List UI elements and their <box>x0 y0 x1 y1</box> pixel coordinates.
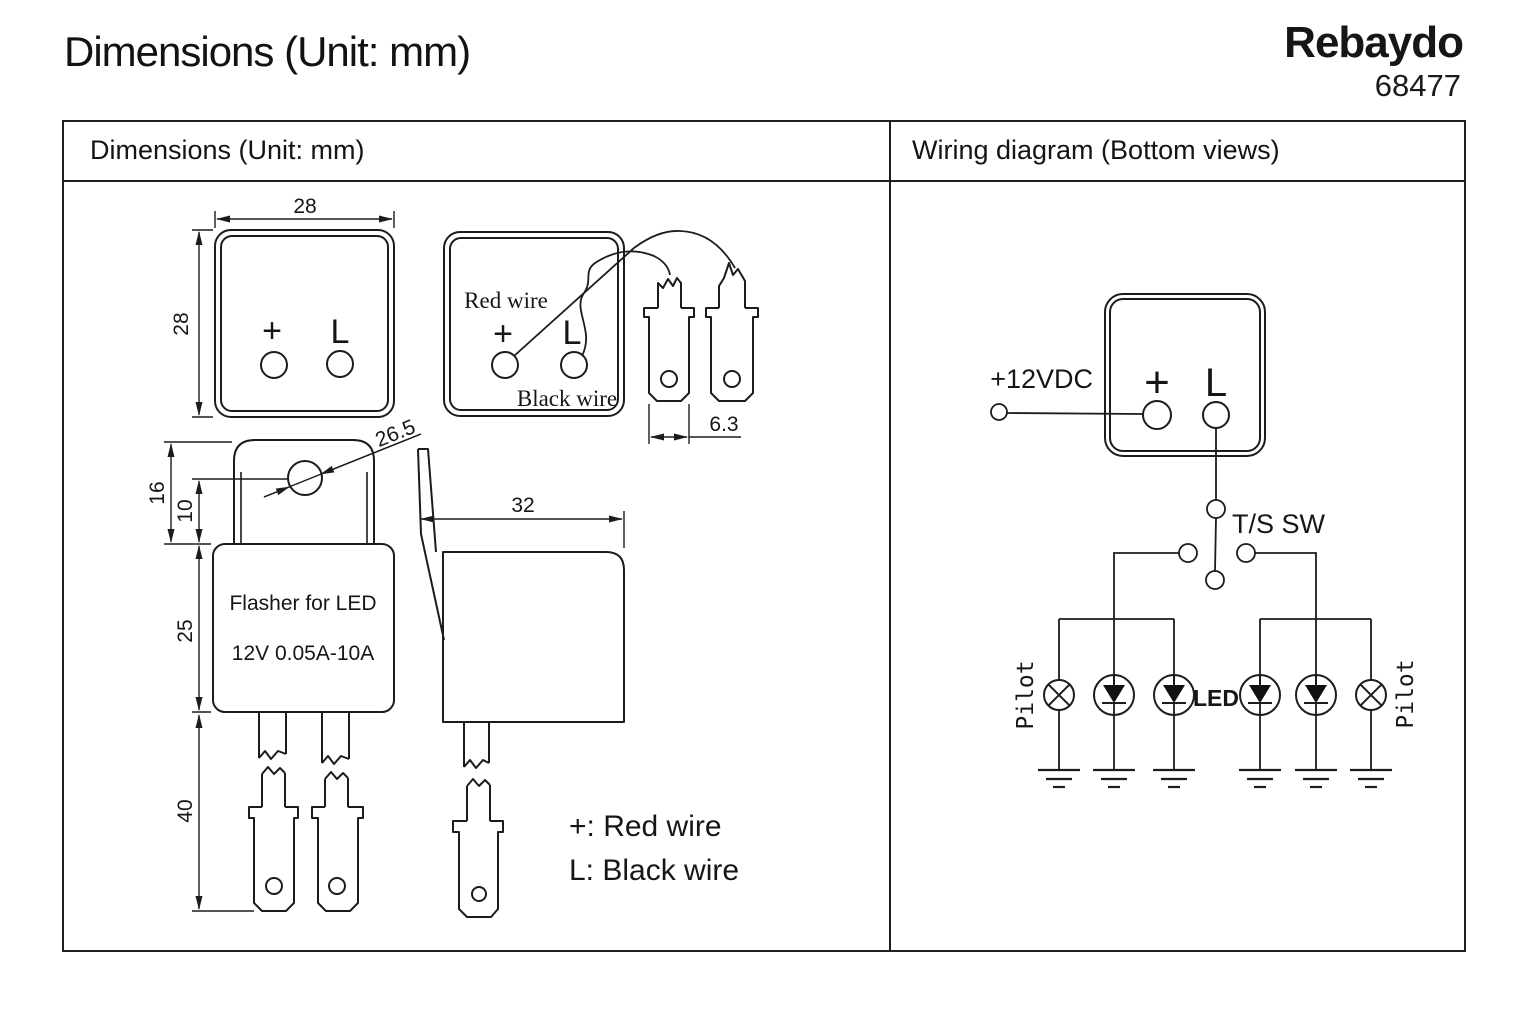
dim-body-25 <box>192 545 211 713</box>
relay-wired-view <box>443 231 625 417</box>
legend-plus: +: Red wire <box>569 810 722 843</box>
dim-body-25-value: 25 <box>174 619 197 642</box>
ground-icon <box>1036 768 1082 789</box>
lamp-branch-wiring <box>1058 552 1372 770</box>
relay-side-view <box>417 448 625 723</box>
pilot-lamp-right-icon <box>1355 679 1387 711</box>
brand-name: Rebaydo <box>1284 18 1464 67</box>
dim-height-28-value: 28 <box>170 312 193 335</box>
dim-pin-6-3-value: 6.3 <box>709 413 738 436</box>
dim-hole-offset-10-value: 10 <box>174 499 197 522</box>
ground-icon <box>1151 768 1197 789</box>
relay-body-front <box>212 543 395 713</box>
dim-hole-offset-10 <box>192 478 288 543</box>
l-terminal-label-2: L <box>563 314 582 352</box>
dim-hole-26-5-value: 26.5 <box>372 415 418 452</box>
dimensions-panel-header: Dimensions (Unit: mm) <box>90 135 365 165</box>
legend-l: L: Black wire <box>569 854 739 887</box>
plus-terminal-label: + <box>262 312 282 350</box>
dim-tab-16 <box>164 441 232 545</box>
dimensions-drawing: + L 28 28 Red wire Black wire + L <box>146 195 759 918</box>
black-wire-label: Black wire <box>517 386 617 411</box>
wiring-plus-label: + <box>1144 358 1170 407</box>
dim-pin-6-3 <box>648 404 741 444</box>
ground-icon <box>1091 768 1137 789</box>
supply-label: +12VDC <box>990 364 1093 394</box>
pilot-lamp-left-icon <box>1043 679 1075 711</box>
ground-icon <box>1348 768 1394 789</box>
switch-label: T/S SW <box>1232 509 1326 539</box>
dim-width-28-value: 28 <box>293 195 316 218</box>
dim-height-28 <box>192 229 213 418</box>
spec-table: Dimensions (Unit: mm) Wiring diagram (Bo… <box>62 120 1466 952</box>
front-terminal-2 <box>311 713 364 912</box>
dim-depth-32 <box>420 511 625 548</box>
relay-bottom-view <box>214 229 395 418</box>
led-label: LED <box>1193 685 1239 711</box>
supply-wire <box>990 403 1144 421</box>
front-terminal-1 <box>248 713 299 912</box>
wiring-panel-header: Wiring diagram (Bottom views) <box>912 135 1280 165</box>
wiring-l-label: L <box>1205 361 1227 405</box>
plus-terminal-label-2: + <box>493 315 513 353</box>
black-wire-curve <box>579 250 671 357</box>
ground-icon <box>1293 768 1339 789</box>
dim-terminal-40-value: 40 <box>174 799 197 822</box>
pilot-left-label: Pilot <box>1013 660 1039 729</box>
body-label-line2: 12V 0.05A-10A <box>232 642 374 665</box>
body-label-line1: Flasher for LED <box>229 592 376 615</box>
relay-bottom-symbol <box>1104 293 1266 457</box>
l-terminal-label: L <box>331 313 350 351</box>
ground-icon <box>1237 768 1283 789</box>
dim-depth-32-value: 32 <box>511 494 534 517</box>
header-divider <box>64 180 1464 182</box>
dim-tab-16-value: 16 <box>146 481 169 504</box>
model-number: 68477 <box>1374 68 1461 103</box>
dim-width-28 <box>214 211 395 228</box>
turn-signal-switch <box>1178 429 1256 590</box>
page-title: Dimensions (Unit: mm) <box>64 28 471 75</box>
dim-terminal-40 <box>192 714 254 912</box>
spade-terminal-right <box>705 262 759 402</box>
side-terminal <box>452 722 504 918</box>
pilot-right-label: Pilot <box>1393 659 1419 728</box>
wiring-drawing: +12VDC + L T/S SW <box>990 293 1419 789</box>
spade-terminal-left <box>643 277 695 402</box>
red-wire-label: Red wire <box>464 288 548 313</box>
dim-hole-26-5 <box>263 433 422 498</box>
mount-bracket-front <box>233 439 375 544</box>
panel-divider <box>889 122 891 950</box>
red-wire-curve <box>513 230 736 357</box>
